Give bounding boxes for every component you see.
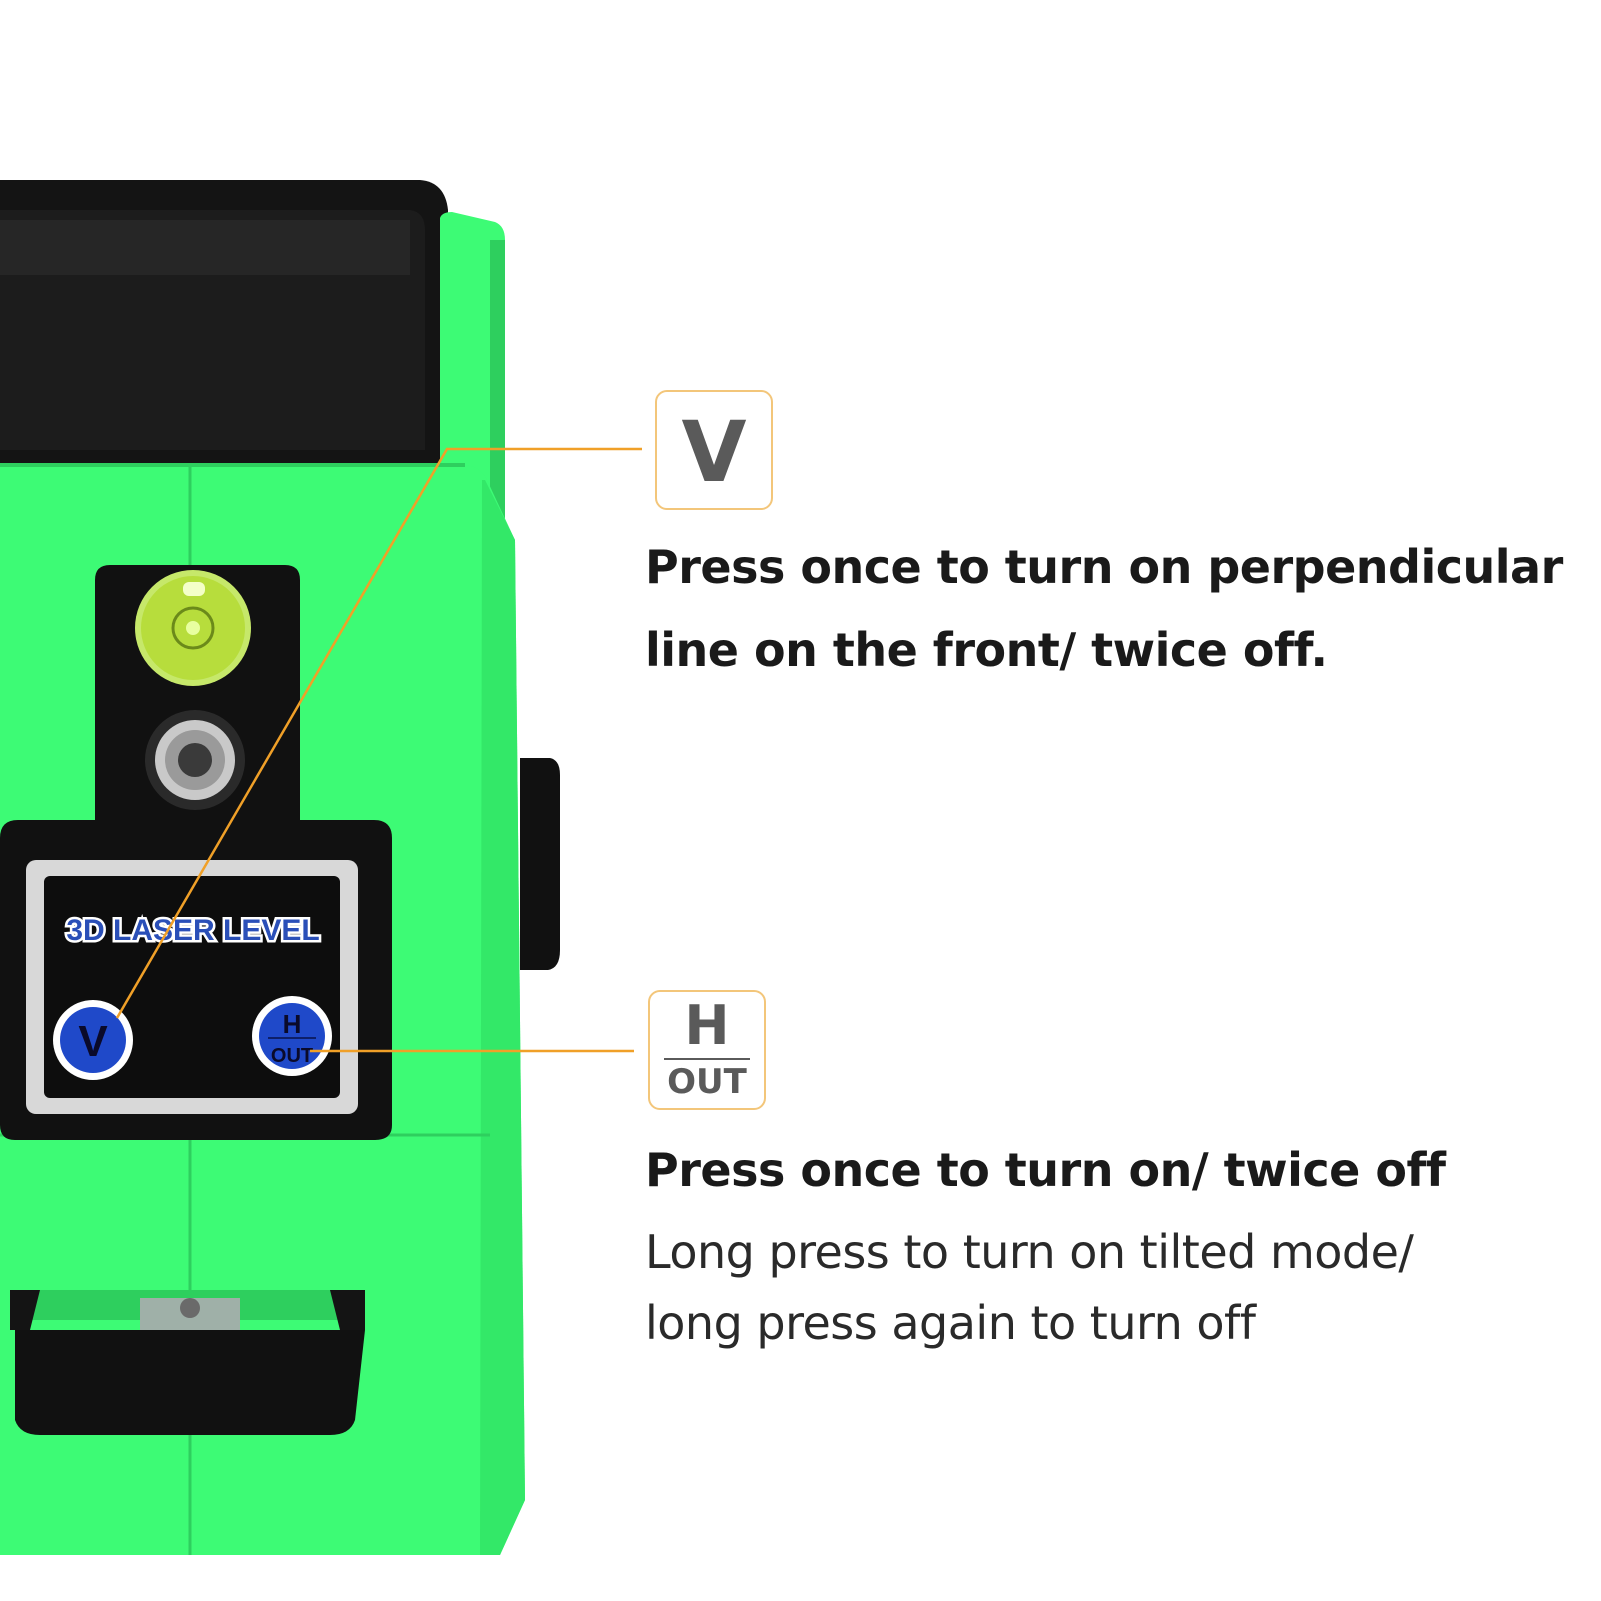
v-description-line2: line on the front/ twice off. [645,623,1328,677]
h-callout-icon-bottom: OUT [667,1062,747,1102]
v-description-line1: Press once to turn on perpendicular [645,540,1563,594]
callout-lines [115,447,642,1053]
device-label: 3D LASER LEVEL [66,914,319,947]
side-tab [440,212,505,520]
h-button-top-label: H [283,1009,302,1039]
h-button-bottom-label: OUT [271,1045,313,1067]
h-out-button[interactable] [252,996,332,1076]
h-callout-icon-top: H [684,994,730,1057]
h-description-line1: Press once to turn on/ twice off [645,1143,1446,1197]
laser-head [0,180,448,470]
v-button[interactable] [53,1000,133,1080]
h-description-line2: Long press to turn on tilted mode/ [645,1225,1414,1279]
v-button-label: V [78,1017,108,1066]
device-base [10,1290,365,1435]
h-description-line3: long press again to turn off [645,1296,1256,1350]
v-callout-icon-box: V [655,390,773,510]
h-callout-divider [664,1058,750,1060]
v-callout-icon: V [681,403,747,501]
h-out-callout-icon-box: H OUT [648,990,766,1110]
